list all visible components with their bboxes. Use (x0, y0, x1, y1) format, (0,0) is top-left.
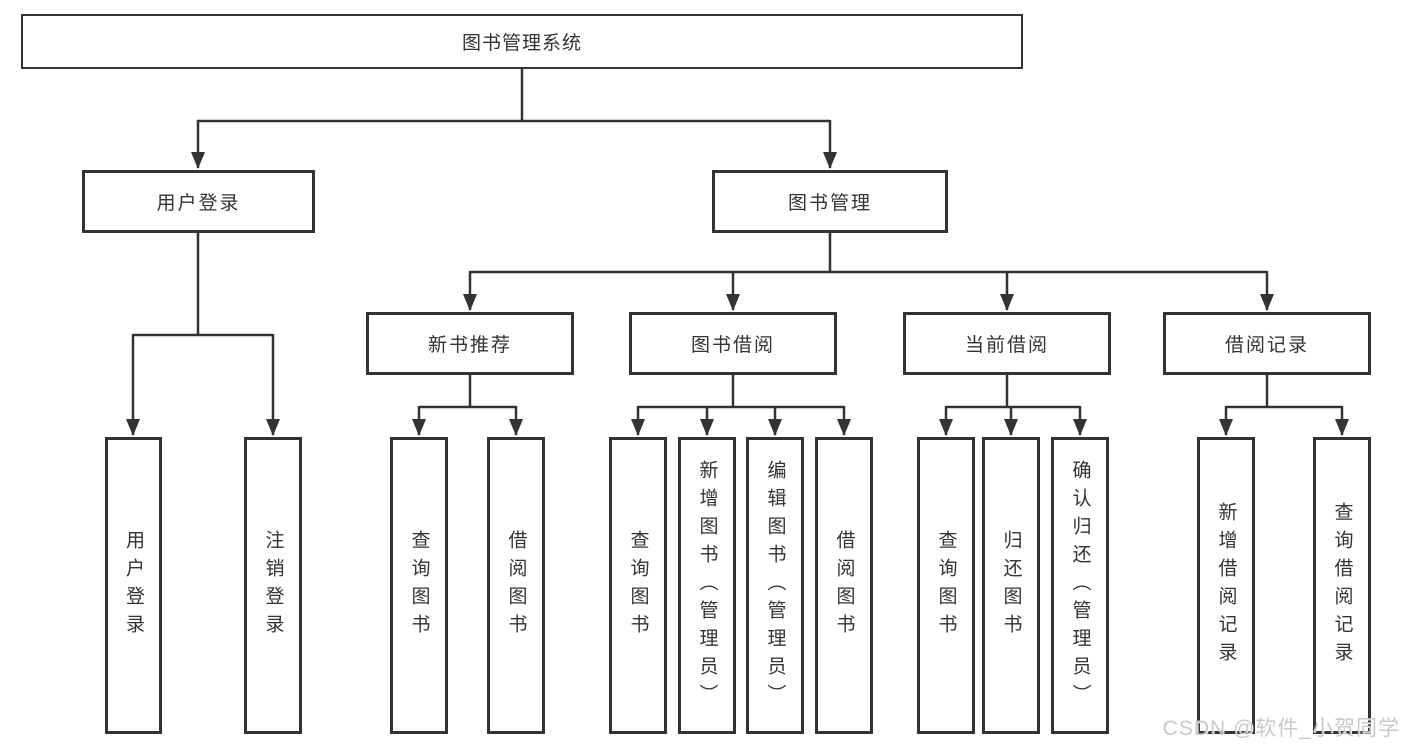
node-query-books-borrowing: 查询图书 (609, 437, 667, 734)
node-book-borrowing: 图书借阅 (629, 312, 837, 375)
node-confirm-return-admin: 确认归还（管理员） (1051, 437, 1109, 734)
node-user-login-leaf: 用户登录 (105, 437, 162, 734)
watermark: CSDN @软件_小贺同学 (1162, 717, 1400, 740)
node-book-management: 图书管理 (712, 170, 948, 233)
node-add-borrow-record: 新增借阅记录 (1197, 437, 1255, 734)
node-current-borrowing: 当前借阅 (903, 312, 1111, 375)
node-query-books-current: 查询图书 (917, 437, 975, 734)
node-logout-login: 注销登录 (244, 437, 302, 734)
node-return-books: 归还图书 (982, 437, 1040, 734)
node-user-login: 用户登录 (82, 170, 315, 233)
node-library-management-system: 图书管理系统 (21, 14, 1023, 69)
node-query-books-recommend: 查询图书 (390, 437, 448, 734)
node-borrow-books-leaf: 借阅图书 (815, 437, 873, 734)
node-new-book-recommendation: 新书推荐 (366, 312, 574, 375)
node-borrow-books-recommend: 借阅图书 (487, 437, 545, 734)
node-edit-books-admin: 编辑图书（管理员） (746, 437, 804, 734)
node-add-books-admin: 新增图书（管理员） (678, 437, 736, 734)
node-query-borrow-record: 查询借阅记录 (1313, 437, 1371, 734)
node-borrowing-records: 借阅记录 (1163, 312, 1371, 375)
